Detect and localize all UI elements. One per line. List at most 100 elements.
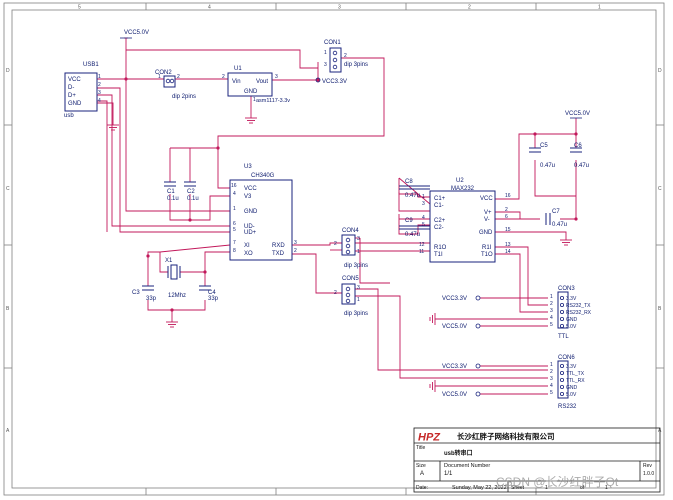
pin-name: D+ [68,93,76,99]
pin-num: 2 [177,74,180,80]
rev-label: Rev [643,463,652,469]
pin-name: 3.3V [566,364,577,370]
capacitor-c6 [570,147,582,153]
pin-name: C1- [434,203,444,209]
part-value: 0.47u [540,163,555,169]
net-label: VCC3.3V [442,364,467,370]
part-value: 0.47u [405,232,420,238]
pin-num: 3 [275,74,278,80]
part-ref: CON1 [324,40,341,46]
pin-num: 13 [505,242,511,248]
con2-body [163,75,176,88]
pin-name: VCC [480,196,493,202]
pin-num: 16 [231,183,237,189]
pin-num: 4 [233,191,236,197]
net-label: VCC3.3V [442,296,467,302]
ground-icon [107,124,119,131]
header-pin-circles [165,50,565,396]
pin-num: 1 [550,362,553,368]
part-footer: dip 2pins [172,94,196,100]
power-port-icon [315,77,321,83]
row-label: A [6,428,10,434]
pin-num: 4 [550,315,553,321]
pin-name: GND [244,209,258,215]
part-ref: C4 [208,290,216,296]
company-logo: HPZ [418,432,441,444]
col-label: 5 [78,5,81,11]
pin-name: UD- [244,224,255,230]
pin-num: 1 [233,206,236,212]
capacitor-c3 [142,285,154,291]
con3-body [557,291,569,329]
part-footer: dip 3pins [344,263,368,269]
pin-name: C2+ [434,218,446,224]
pin-num: 2 [222,74,225,80]
pin-num: 2 [334,290,337,296]
company-name: 长沙红胖子网络科技有限公司 [457,431,555,441]
capacitors [142,147,582,291]
con6-body [557,360,569,399]
row-label: B [6,306,10,312]
pin-name: C1+ [434,196,446,202]
pin-num: 3 [550,376,553,382]
pin-num: 2 [334,241,337,247]
col-label: 2 [468,5,471,11]
date-value: Sunday, May 22, 2022 [452,485,507,491]
part-ref: U2 [456,178,464,184]
part-value: 0.1u [167,196,179,202]
pin-name: GND [68,101,82,107]
part-value: 33p [208,296,219,302]
part-ref: C9 [405,218,413,224]
row-label: D [658,68,662,74]
size-value: A [420,471,424,477]
col-label: 1 [598,5,601,11]
part-ref: U1 [234,66,242,72]
pin-num: 3 [550,308,553,314]
u1-body [227,72,273,97]
pin-num: 3 [422,201,425,207]
col-label: 3 [338,5,341,11]
ground-symbols [107,117,572,392]
power-port-icon [475,295,481,301]
rev-value: 1.0.0 [643,471,654,477]
of-value: 1 [605,485,608,491]
watermark: CSDN @长沙红胖子Qt [496,474,619,489]
pin-name: 5.0V [566,392,577,398]
con1-body [329,47,342,73]
net-label: VCC5.0V [565,111,590,117]
capacitor-c1 [164,181,176,187]
labels: VCC5.0V VCC3.3V VCC5.0V VCC3.3V VCC5.0V … [64,30,592,410]
row-label: B [658,306,662,312]
pin-name: T1I [434,252,443,258]
pin-name: TTL_RX [566,378,585,384]
part-ref: C6 [574,143,582,149]
pin-name: TXD [272,251,285,257]
pin-num: 15 [505,227,511,233]
pin-name: R1O [434,245,447,251]
net-label: VCC3.3V [322,79,347,85]
pin-num: 1 [357,297,360,303]
pin-name: RS232_TX [566,303,591,309]
pin-name: V3 [244,194,252,200]
pin-num: 14 [505,249,511,255]
ground-icon [245,117,257,124]
docnum-label: Document Number [444,463,490,469]
power-markers [120,37,582,397]
date-label: Date: [416,485,428,491]
pin-name: 3.3V [566,296,577,302]
part-ref: X1 [165,258,173,264]
pin-num: 12 [419,242,425,248]
u3-body [229,179,293,261]
part-ref: C2 [187,189,195,195]
capacitor-c9 [399,225,430,230]
pin-name: VCC [244,186,257,192]
part-value: 0.47u [405,193,420,199]
part-footer: dip 3pins [344,311,368,317]
net-label: VCC5.0V [124,30,149,36]
chip-name: MAX232 [451,186,475,192]
pin-num: 2 [294,248,297,254]
title-label: Title [416,445,425,451]
part-value: 12Mhz [168,293,186,299]
part-ref: C7 [552,209,560,215]
